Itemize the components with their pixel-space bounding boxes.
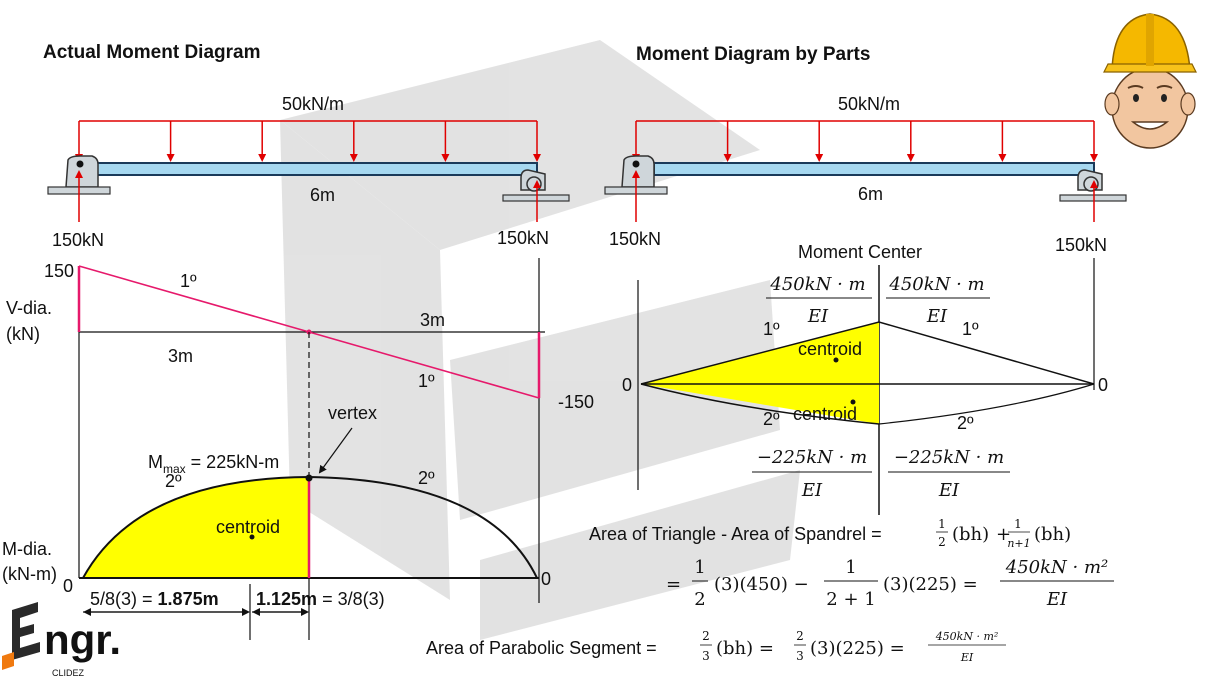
para-frac2-num: 2 xyxy=(796,629,804,643)
frac-half-den: 2 xyxy=(938,535,946,549)
para-bh: (bh) = xyxy=(716,638,774,659)
parts-centroid-bottom: centroid xyxy=(793,404,857,424)
moment-degree-right: 2º xyxy=(418,468,435,488)
logo-text: ngr. xyxy=(44,616,121,663)
parts-triangle xyxy=(640,321,1095,385)
frac3-den: 2 + 1 xyxy=(826,589,875,610)
result-den: EI xyxy=(1046,589,1068,610)
engr-logo: ngr. CLIDEZ xyxy=(2,602,121,678)
m-axis-unit: (kN-m) xyxy=(2,564,57,584)
dim-left-text: 5/8(3) = 1.875m xyxy=(90,589,219,609)
right-load-label: 50kN/m xyxy=(838,94,900,114)
para-frac2-den: 3 xyxy=(796,649,804,663)
moment-zero-left: 0 xyxy=(63,576,73,596)
parts-bot-right-den: EI xyxy=(938,480,960,501)
right-beam xyxy=(653,162,1095,176)
parts-zero-left: 0 xyxy=(622,375,632,395)
parts-bot-right-num: −225kN · m xyxy=(894,447,1004,468)
frac3-num: 1 xyxy=(845,557,856,578)
moment-zero-right: 0 xyxy=(541,569,551,589)
v-axis-label: V-dia. xyxy=(6,298,52,318)
shear-left-length: 3m xyxy=(168,346,193,366)
left-title: Actual Moment Diagram xyxy=(43,42,260,63)
para-vals: (3)(225) = xyxy=(810,638,905,659)
vertex-label: vertex xyxy=(328,403,377,423)
roller-support-icon xyxy=(1059,169,1127,202)
parts-centroid-bottom-dot xyxy=(850,399,856,405)
left-beam xyxy=(96,162,538,176)
parts-top-left-num: 450kN · m xyxy=(769,274,865,295)
v-axis-unit: (kN) xyxy=(6,324,40,344)
right-load-arrows xyxy=(632,121,1098,162)
right-span-label: 6m xyxy=(858,184,883,204)
left-load-arrows xyxy=(75,121,541,162)
parts-degree-tl: 1º xyxy=(763,319,780,339)
parts-top-right-den: EI xyxy=(926,306,948,327)
frac-n-num: 1 xyxy=(1014,517,1022,531)
parts-bot-left-num: −225kN · m xyxy=(757,447,867,468)
result-num: 450kN · m² xyxy=(1005,557,1108,578)
left-span-label: 6m xyxy=(310,185,335,205)
moment-degree-left: 2º xyxy=(165,471,182,491)
parts-top-right-num: 450kN · m xyxy=(888,274,984,295)
engineer-mascot-icon xyxy=(1103,13,1197,149)
line2-part-b: (3)(225) = xyxy=(883,574,978,595)
right-beam-right-reaction: 150kN xyxy=(1055,235,1107,255)
moment-center-label: Moment Center xyxy=(798,242,922,262)
right-title: Moment Diagram by Parts xyxy=(636,44,870,65)
bh-2: (bh) xyxy=(1034,524,1071,545)
vertex-arrow xyxy=(318,427,353,474)
parts-degree-bl: 2º xyxy=(763,409,780,429)
bh-1: (bh) xyxy=(952,524,989,545)
parts-bot-left-den: EI xyxy=(801,480,823,501)
parts-zero-right: 0 xyxy=(1098,375,1108,395)
frac-n-den: n+1 xyxy=(1007,537,1030,550)
frac2-den: 2 xyxy=(694,589,705,610)
shear-max-label: 150 xyxy=(44,261,74,281)
moment-diagram: centroid vertex Mmax = 225kN-m 2º 2º M-d… xyxy=(2,403,551,640)
para-frac-num: 2 xyxy=(702,629,710,643)
plus-sign: + xyxy=(996,524,1011,545)
moment-centroid-dot xyxy=(249,534,255,540)
left-reaction-label: 150kN xyxy=(52,230,104,250)
parts-centroid-top: centroid xyxy=(798,339,862,359)
frac2-num: 1 xyxy=(694,557,705,578)
parts-degree-br: 2º xyxy=(957,413,974,433)
line2-part-a: (3)(450) − xyxy=(714,574,809,595)
shear-degree-bottom: 1º xyxy=(418,371,435,391)
parabolic-label: Area of Parabolic Segment = xyxy=(426,638,657,658)
dim-right-text: 1.125m = 3/8(3) xyxy=(256,589,385,609)
mmax-label: Mmax = 225kN-m xyxy=(148,452,279,476)
moment-fill-left xyxy=(83,477,309,578)
parts-spandrel-left xyxy=(640,383,880,425)
parts-diagram: Moment Center centroid centroid 1º 1º 2º… xyxy=(622,242,1108,515)
shear-diagram: 150 -150 V-dia. (kN) 1º 1º 3m 3m xyxy=(6,258,594,603)
left-load-label: 50kN/m xyxy=(282,94,344,114)
frac-half-num: 1 xyxy=(938,517,946,531)
parts-centroid-top-dot xyxy=(833,357,839,363)
parts-fill-left xyxy=(641,322,879,424)
parts-spandrel-right xyxy=(878,383,1095,425)
area-formula-label: Area of Triangle - Area of Spandrel = xyxy=(589,524,882,544)
para-result-den: EI xyxy=(960,651,974,664)
moment-centroid-label: centroid xyxy=(216,517,280,537)
left-beam-group: 50kN/m 6m 150kN 150kN xyxy=(47,94,570,250)
para-frac-den: 3 xyxy=(702,649,710,663)
right-beam-left-reaction: 150kN xyxy=(609,229,661,249)
para-result-num: 450kN · m² xyxy=(935,630,999,643)
right-reaction-label: 150kN xyxy=(497,228,549,248)
shear-min-label: -150 xyxy=(558,392,594,412)
equals-1: = xyxy=(666,574,681,595)
logo-sub: CLIDEZ xyxy=(52,668,85,678)
shear-degree-top: 1º xyxy=(180,271,197,291)
watermark-logo xyxy=(280,40,800,640)
right-beam-group: 50kN/m 6m 150kN 150kN xyxy=(604,94,1127,255)
vertex-point xyxy=(305,474,313,482)
parts-top-left-den: EI xyxy=(807,306,829,327)
shear-right-length: 3m xyxy=(420,310,445,330)
formulas: Area of Triangle - Area of Spandrel = 1 … xyxy=(426,517,1114,664)
parts-degree-tr: 1º xyxy=(962,319,979,339)
m-axis-label: M-dia. xyxy=(2,539,52,559)
